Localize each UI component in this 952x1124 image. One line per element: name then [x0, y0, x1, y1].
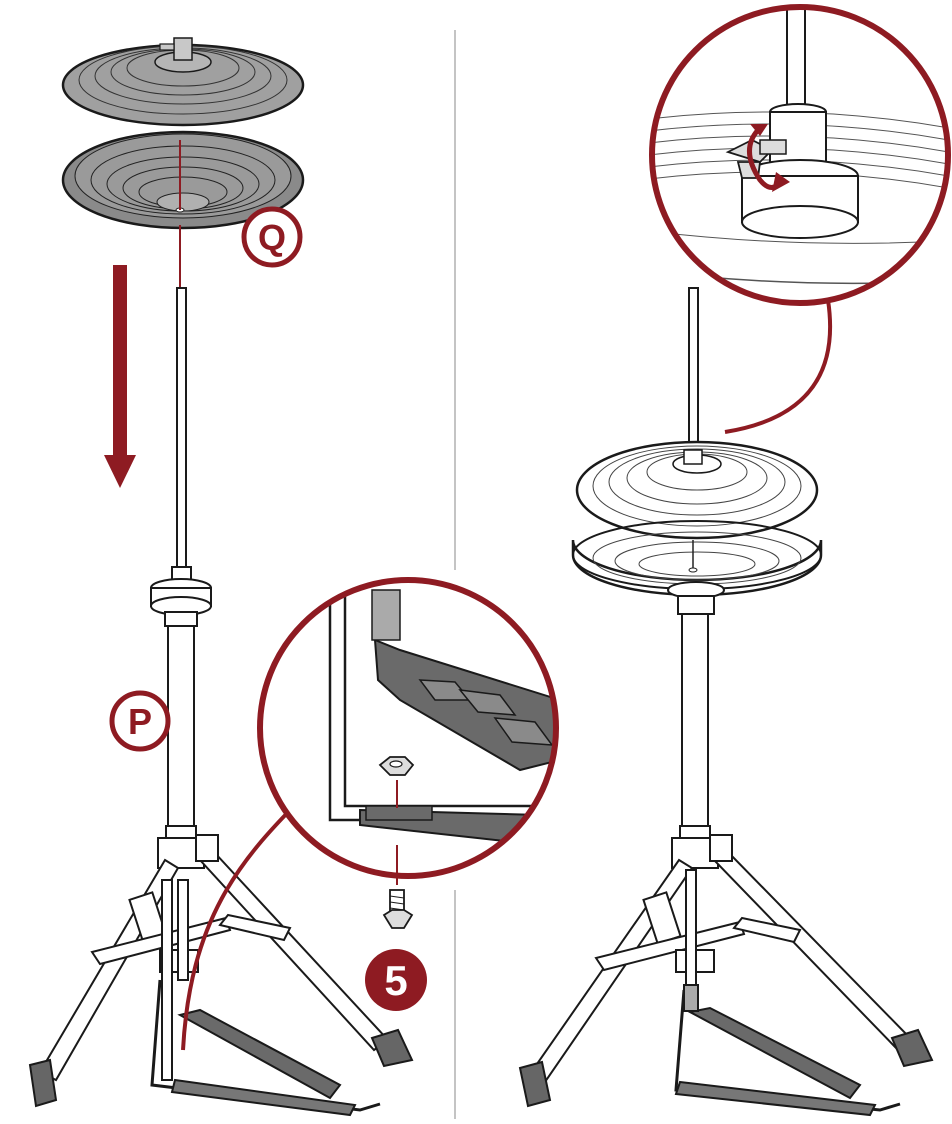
down-arrow-icon [104, 265, 136, 488]
step-number: 5 [384, 957, 407, 1004]
part-p-label: P [128, 701, 152, 742]
assembled-tripod [518, 834, 934, 1117]
bolt [382, 889, 414, 929]
part-q-badge: Q [241, 206, 303, 268]
left-panel: Q P [28, 37, 559, 1117]
pedal-zoom-callout [257, 577, 559, 879]
top-cymbal [61, 37, 305, 127]
bottom-cymbal [61, 130, 305, 230]
step-5-badge: 5 [365, 949, 427, 1011]
right-panel [518, 4, 951, 1117]
clutch-zoom-callout [649, 4, 951, 306]
assembled-bottom-cymbal [571, 520, 823, 597]
part-q-label: Q [258, 217, 286, 258]
tripod-base [28, 834, 414, 1117]
assembled-top-cymbal [575, 440, 819, 540]
part-p-badge: P [109, 690, 171, 752]
